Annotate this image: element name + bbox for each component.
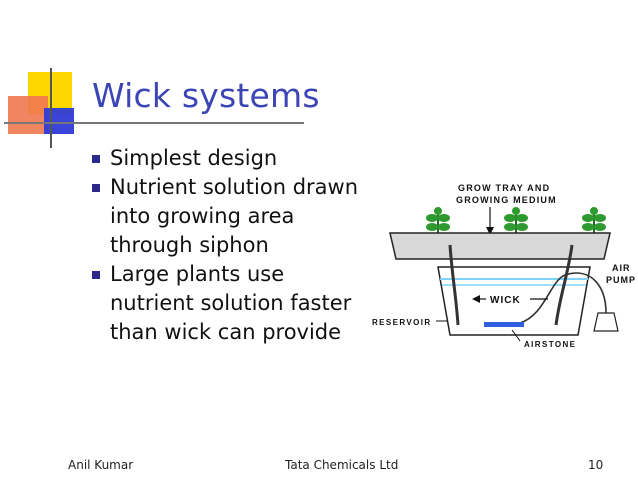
- tray-arrowhead: [486, 227, 494, 235]
- wick-system-diagram: GROW TRAY AND GROWING MEDIUM: [372, 183, 636, 349]
- bullet-list: Simplest design Nutrient solution drawn …: [70, 144, 370, 347]
- wick-left: [448, 244, 460, 326]
- bullet-text: Simplest design: [110, 146, 278, 170]
- label-reservoir: RESERVOIR: [372, 318, 432, 327]
- plant-icon: [504, 207, 528, 235]
- air-tube: [519, 272, 607, 324]
- bullet-item: Nutrient solution drawn into growing are…: [70, 173, 370, 260]
- label-air-pump-line1: AIR: [612, 263, 631, 273]
- plant-icon: [426, 207, 450, 235]
- label-grow-tray-line2: GROWING MEDIUM: [456, 195, 557, 205]
- bullet-text: Nutrient solution drawn into growing are…: [110, 175, 359, 257]
- grow-tray: [389, 232, 611, 260]
- decor-horizontal-line: [4, 122, 304, 124]
- decor-blue-square: [44, 108, 74, 134]
- bullet-item: Large plants use nutrient solution faste…: [70, 260, 370, 347]
- decor-vertical-line: [50, 68, 52, 148]
- air-pump: [593, 312, 619, 332]
- label-grow-tray-line1: GROW TRAY AND: [458, 183, 550, 193]
- bullet-square-icon: [92, 271, 100, 279]
- reservoir-tank: [437, 266, 591, 336]
- wick-right: [554, 244, 574, 326]
- decor-red-square: [8, 96, 48, 134]
- bullet-text: Large plants use nutrient solution faste…: [110, 262, 352, 344]
- bullet-square-icon: [92, 155, 100, 163]
- bullet-square-icon: [92, 184, 100, 192]
- footer-company: Tata Chemicals Ltd: [285, 458, 399, 472]
- slide-title: Wick systems: [92, 76, 320, 115]
- footer-page-number: 10: [588, 458, 604, 472]
- label-airstone: AIRSTONE: [524, 340, 576, 349]
- bullet-item: Simplest design: [70, 144, 370, 173]
- label-air-pump-line2: PUMP: [606, 275, 636, 285]
- plant-icon: [582, 207, 606, 235]
- wick-arrowhead: [472, 295, 480, 303]
- airstone: [484, 322, 524, 327]
- footer-author: Anil Kumar: [68, 458, 134, 472]
- label-wick: WICK: [490, 295, 521, 306]
